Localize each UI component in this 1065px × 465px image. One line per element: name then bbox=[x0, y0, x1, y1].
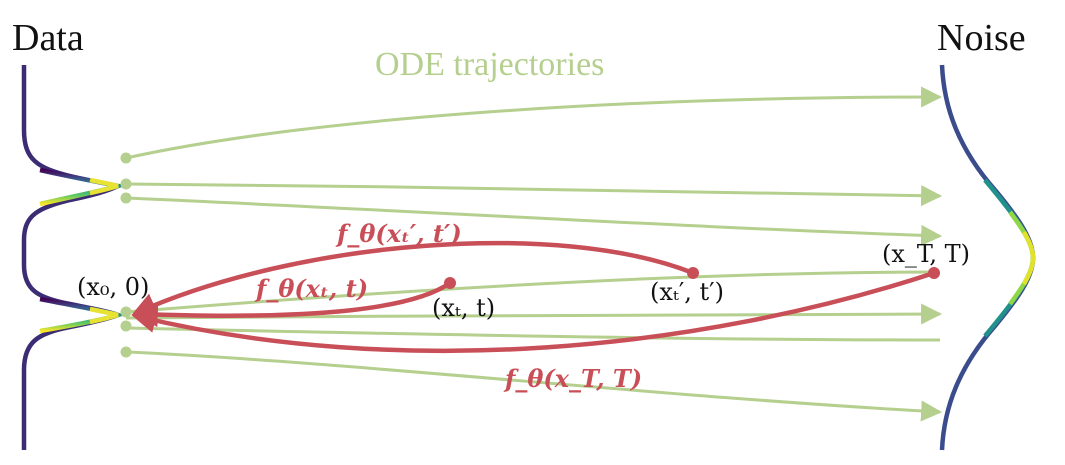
mapping-label-t: f_θ(xₜ, t) bbox=[254, 274, 368, 303]
trajectories-title: ODE trajectories bbox=[375, 46, 604, 83]
trajectory-1 bbox=[125, 86, 943, 160]
label-x0: (x₀, 0) bbox=[77, 273, 149, 301]
trajectory-start-dots bbox=[120, 152, 132, 358]
label-xt: (xₜ, t) bbox=[432, 294, 495, 322]
trajectory-4 bbox=[125, 270, 935, 314]
point-xT bbox=[928, 267, 940, 279]
data-label: Data bbox=[12, 17, 84, 59]
noise-label: Noise bbox=[937, 17, 1026, 59]
mapping-label-T: f_θ(x_T, T) bbox=[503, 364, 642, 393]
trajectory-7 bbox=[125, 350, 943, 422]
data-density-curve bbox=[21, 65, 121, 450]
point-xtp bbox=[687, 267, 699, 279]
trajectory-6 bbox=[125, 326, 941, 342]
trajectory-3 bbox=[125, 196, 943, 246]
consistency-mappings bbox=[131, 240, 935, 354]
mapping-from-xt bbox=[133, 281, 452, 328]
sample-points bbox=[444, 267, 940, 289]
label-xT: (x_T, T) bbox=[882, 240, 970, 268]
label-xtp: (xₜ′, t′) bbox=[650, 278, 724, 306]
mapping-label-tp: f_θ(xₜ′, t′) bbox=[335, 219, 462, 248]
mapping-from-xtp bbox=[131, 240, 694, 317]
data-distribution bbox=[21, 65, 127, 450]
point-xt bbox=[444, 277, 456, 289]
mapping-from-xT bbox=[131, 270, 935, 354]
trajectory-2 bbox=[125, 182, 943, 207]
noise-distribution bbox=[939, 64, 1036, 451]
